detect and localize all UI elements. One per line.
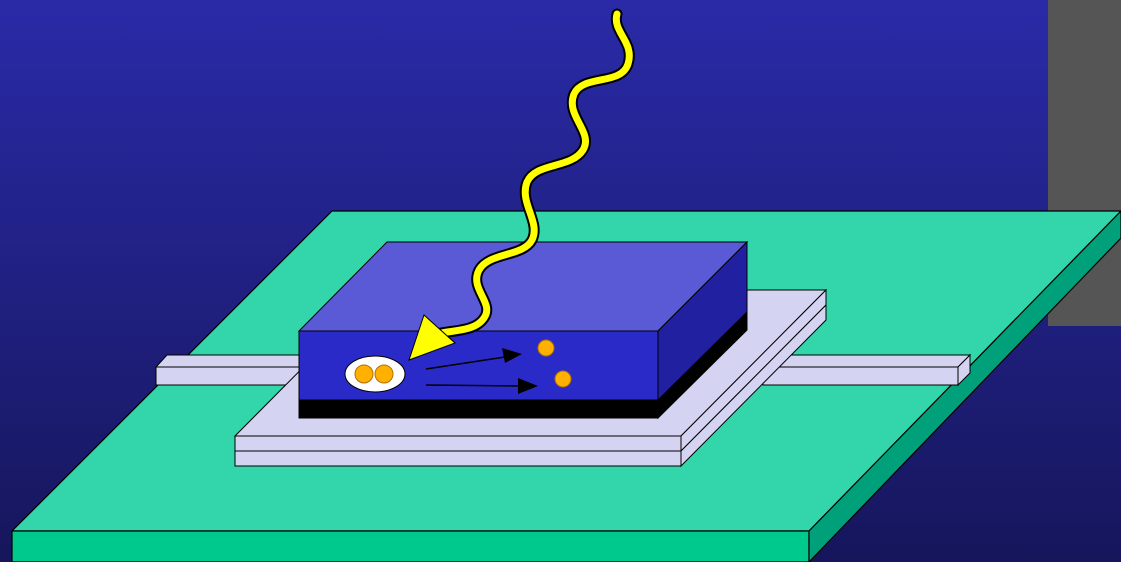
substrate-front-lower [234, 450, 682, 467]
right-lead-top [762, 354, 972, 368]
drift-arrow-upper-head [502, 348, 522, 363]
chip-right-side [657, 240, 748, 402]
left-lead [154, 354, 301, 386]
hole-icon [374, 364, 394, 384]
drift-arrow-lower-head [518, 378, 538, 394]
board-front [11, 530, 810, 562]
photon-wavy-arrow-icon [408, 8, 635, 361]
carrier-icon-upper [537, 339, 555, 357]
chip-base [298, 399, 659, 419]
drift-arrow-lower-shaft [425, 384, 521, 387]
photon-wave-fill [433, 10, 633, 338]
carrier-icon-lower [554, 370, 572, 388]
photon-arrowhead [408, 314, 456, 361]
substrate-side-lower [680, 303, 827, 468]
board-side [808, 210, 1121, 562]
right-lead [762, 353, 972, 387]
right-lead-front [762, 366, 959, 386]
substrate-front-upper [234, 435, 682, 452]
electron-hole-pair-icon [344, 355, 406, 393]
right-lead-side [957, 353, 971, 387]
drift-arrow-upper-shaft [425, 356, 506, 370]
drift-arrows [425, 348, 538, 394]
left-lead-top [154, 354, 301, 368]
electron-icon [354, 364, 374, 384]
left-lead-front [155, 366, 301, 386]
